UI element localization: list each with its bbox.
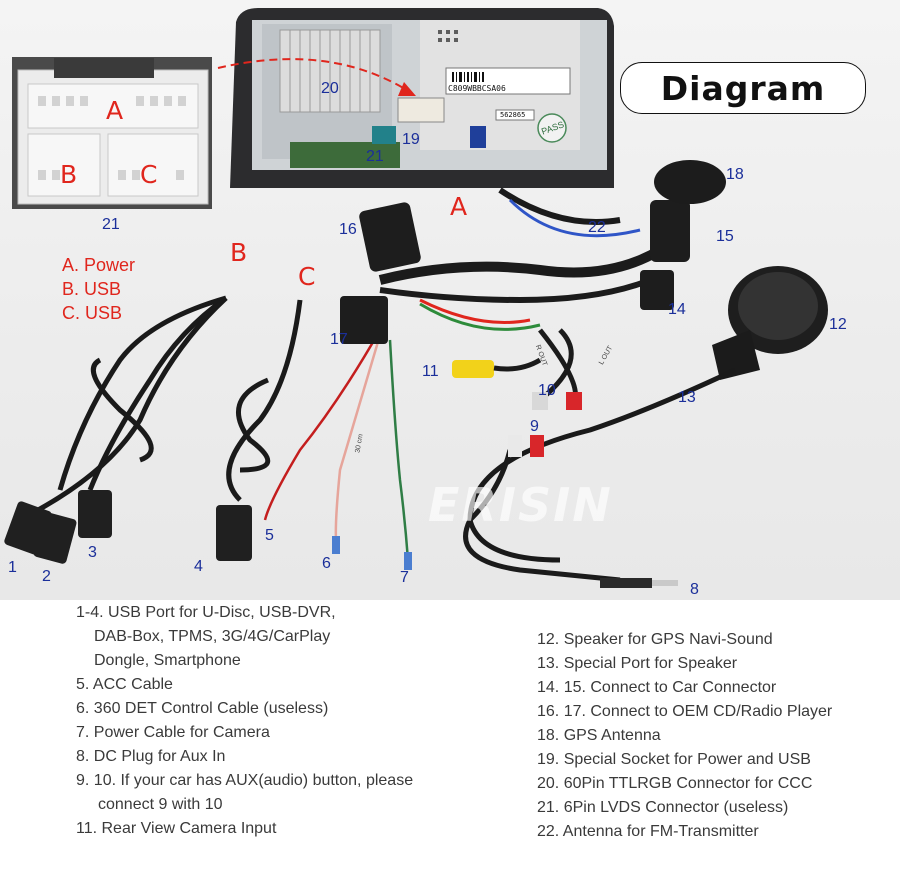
legend-a: A. Power xyxy=(62,255,136,275)
photo-letter-a: A xyxy=(450,192,468,221)
desc-right-item: 21. 6Pin LVDS Connector (useless) xyxy=(537,799,789,816)
callout-16: 16 xyxy=(339,221,357,238)
desc-right-item: 18. GPS Antenna xyxy=(537,727,661,744)
callout-8: 8 xyxy=(690,581,699,598)
label-21: 21 xyxy=(366,148,384,165)
callout-10: 10 xyxy=(538,382,556,399)
callout-3: 3 xyxy=(88,544,97,561)
desc-left-item: 5. ACC Cable xyxy=(76,676,173,693)
callout-22: 22 xyxy=(588,219,606,236)
main-harness xyxy=(263,187,663,561)
desc-left-item: DAB-Box, TPMS, 3G/4G/CarPlay xyxy=(94,628,331,645)
desc-right-item: 19. Special Socket for Power and USB xyxy=(537,751,811,768)
inset-letter-b: B xyxy=(60,160,78,189)
desc-left-item: connect 9 with 10 xyxy=(98,796,223,813)
head-unit-back xyxy=(230,8,614,188)
callout-9: 9 xyxy=(530,418,539,435)
speaker xyxy=(467,266,828,563)
sticker-serial: 562865 xyxy=(500,111,526,119)
callout-4: 4 xyxy=(194,558,203,575)
descriptions-left: 1-4. USB Port for U-Disc, USB-DVR, DAB-B… xyxy=(76,601,413,841)
desc-right-item: 13. Special Port for Speaker xyxy=(537,655,738,672)
desc-left-item: 8. DC Plug for Aux In xyxy=(76,748,226,765)
descriptions-right: 12. Speaker for GPS Navi-Sound 13. Speci… xyxy=(537,628,832,844)
desc-right-item: 22. Antenna for FM-Transmitter xyxy=(537,823,759,840)
wiring-photo: ERISIN C809WBBCSA06 562865 PASS A B C 21… xyxy=(0,0,900,600)
watermark: ERISIN xyxy=(428,478,613,532)
callout-7: 7 xyxy=(400,569,409,586)
inset-caption: 21 xyxy=(102,216,120,233)
callout-1: 1 xyxy=(8,559,17,576)
desc-left-item: 11. Rear View Camera Input xyxy=(76,820,277,837)
callout-13: 13 xyxy=(678,389,696,406)
desc-right-item: 12. Speaker for GPS Navi-Sound xyxy=(537,631,773,648)
callout-14: 14 xyxy=(668,301,686,318)
sticker-code: C809WBBCSA06 xyxy=(448,84,506,93)
callout-17: 17 xyxy=(330,331,348,348)
callout-5: 5 xyxy=(265,527,274,544)
legend-b: B. USB xyxy=(62,279,122,299)
diagram-title-box: Diagram xyxy=(620,62,866,114)
legend-c: C. USB xyxy=(62,303,123,323)
desc-right-item: 20. 60Pin TTLRGB Connector for CCC xyxy=(537,775,813,792)
callout-11: 11 xyxy=(422,363,439,380)
photo-letter-c: C xyxy=(298,262,316,291)
desc-right-item: 16. 17. Connect to OEM CD/Radio Player xyxy=(537,703,833,720)
connector-inset xyxy=(12,57,212,209)
usb-cable-single xyxy=(226,299,303,502)
label-19: 19 xyxy=(402,131,420,148)
connector-legend: A. Power B. USB C. USB xyxy=(62,253,135,325)
desc-left-item: Dongle, Smartphone xyxy=(94,652,241,669)
inset-letter-a: A xyxy=(106,96,124,125)
callout-2: 2 xyxy=(42,568,51,585)
desc-left-item: 9. 10. If your car has AUX(audio) button… xyxy=(76,772,414,789)
desc-right-item: 14. 15. Connect to Car Connector xyxy=(537,679,777,696)
wiring-illustration xyxy=(4,8,828,588)
usb-cable-triple xyxy=(36,295,228,513)
desc-left-item: 6. 360 DET Control Cable (useless) xyxy=(76,700,329,717)
photo-letter-b: B xyxy=(230,238,248,267)
inset-letter-c: C xyxy=(140,160,158,189)
diagram-title: Diagram xyxy=(660,68,826,108)
desc-left-item: 1-4. USB Port for U-Disc, USB-DVR, xyxy=(76,604,336,621)
usb-plugs-1-3 xyxy=(4,490,112,564)
callout-6: 6 xyxy=(322,555,331,572)
label-20: 20 xyxy=(321,80,339,97)
desc-left-item: 7. Power Cable for Camera xyxy=(76,724,270,741)
callout-12: 12 xyxy=(829,316,847,333)
callout-18: 18 xyxy=(726,166,744,183)
callout-15: 15 xyxy=(716,228,734,245)
